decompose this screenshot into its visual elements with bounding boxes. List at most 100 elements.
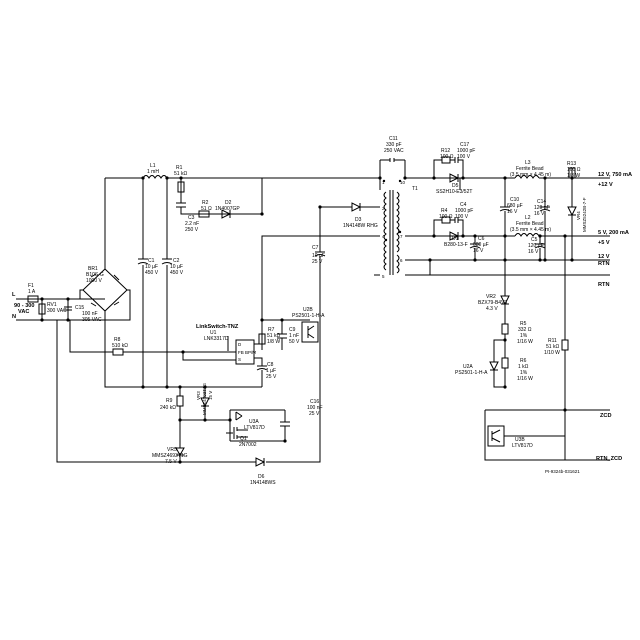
c3-v1: 2.2 nF [185,221,199,227]
input-voltage-2: VAC [18,309,29,315]
out-12v: 12 V [598,254,610,260]
t1-pin10: 10 [400,180,406,185]
r12-ref: R12 [441,148,450,154]
d1-part: B280-13-F [444,242,468,248]
q1-part: 2N7002 [239,442,257,448]
r9-value: 240 kΩ [160,405,176,411]
c5-ref: C5 [531,237,538,243]
l1-value: 1 mH [147,169,159,175]
c7-ref: C7 [312,245,319,251]
out-rtn-1: RTN [598,261,610,267]
q1-ref: Q1 [240,436,247,442]
r8-value: 510 kΩ [112,343,128,349]
r4-value: 100 Ω [439,214,453,220]
r6-ref: R6 [520,358,527,364]
c2-ref: C2 [173,258,180,264]
line-label: L [12,292,16,298]
vr4-part: MMSZ5242B-7-F [582,197,587,232]
u1-title: LinkSwitch-TNZ [196,324,239,330]
c6-ref: C6 [478,236,485,242]
r1-value: 51 kΩ [174,171,187,177]
c10-v2: 16 V [507,209,518,215]
u2a-part: PS2501-1-H-A [455,370,488,376]
t1-pin1: 1 [382,180,385,185]
c16-v1: 100 nF [307,405,323,411]
u3b-part: LTV817D [512,443,533,449]
r4-ref: R4 [441,208,448,214]
u2b-ref: U2B [303,307,313,313]
out-rtn-2: RTN [598,282,610,288]
l2-ref: L2 [525,215,531,221]
labels: F1 1 A L N 90 - 300 VAC RV1 300 VAC BR1 … [12,136,632,486]
u1-pin-d: D [238,342,242,347]
rv1-value: 300 VAC [47,308,67,314]
c5-v1: 120 µF [528,243,544,249]
c11-v1: 330 pF [386,142,402,148]
c4-v2: 100 V [455,214,469,220]
c1-ref: C1 [148,258,155,264]
u1-ref: U1 [210,330,217,336]
wires [16,156,610,467]
t1-pin5: 5 [382,274,385,279]
c4-v1: 1000 pF [455,208,473,214]
u2a-ref: U2A [463,364,473,370]
figure-code: PI-9324b-031621 [545,469,580,474]
out-5v-200ma: 5 V, 200 mA [598,230,629,236]
r11-ref: R11 [548,338,557,344]
c17-v1: 1000 pF [457,148,475,154]
r7-v2: 1/8 W [267,339,280,345]
r13-ref: R13 [567,161,576,167]
u1-pin-fb: FB [238,350,244,355]
r12-value: 100 Ω [440,154,454,160]
r6-v1: 1 kΩ [518,364,529,370]
c11-ref: C11 [389,136,398,142]
r7-ref: R7 [268,327,275,333]
d5-part: SS2H10-E3/52T [436,189,472,195]
c9-v1: 1 nF [289,333,299,339]
c5-v2: 16 V [528,249,539,255]
l2-v2: (3.5 mm × 4.45 m) [510,227,551,233]
c6-v2: 16 V [473,248,484,254]
r5-v2: 1% [520,333,528,339]
r5-ref: R5 [520,321,527,327]
u1-pin-bp: BP/M [245,350,256,355]
t1-pin6: 6 [400,258,403,263]
c7-v1: 10 µF [312,253,325,259]
c6-v1: 680 µF [473,242,489,248]
u2b-part: PS2501-1-H-A [292,313,325,319]
out-12v-750ma: 12 V, 750 mA [598,172,632,178]
c10-ref: C10 [510,197,519,203]
vr5-ref: VR5 [167,447,177,453]
l1-ref: L1 [150,163,156,169]
junction-dots [40,176,574,464]
c15-v1: 100 nF [82,311,98,317]
c7-v2: 25 V [312,259,323,265]
vr5-v2: 7.5 V [165,459,177,465]
c8-v1: 1 µF [266,368,276,374]
d5-ref: D5 [452,183,459,189]
l3-ref: L3 [525,160,531,166]
f1-ref: F1 [28,283,34,289]
r1-ref: R1 [176,165,183,171]
c1-v1: 10 µF [145,264,158,270]
br1-ref: BR1 [88,266,98,272]
c8-ref: C8 [267,362,274,368]
c2-v2: 450 V [170,270,184,276]
rv1-ref: RV1 [47,302,57,308]
vr2-part: BZX79-B4V3 [478,300,507,306]
c17-ref: C17 [460,142,469,148]
t1-pin4: 4 [382,234,385,239]
u3a-ref: U3A [249,419,259,425]
u1-pin-s: S [238,357,241,362]
u1-part: LNK3317D [204,336,229,342]
r11-v2: 1/10 W [544,350,560,356]
d6-part: 1N4148WS [250,480,276,486]
c14-v2: 16 V [534,211,545,217]
c17-v2: 100 V [457,154,471,160]
vr2-ref: VR2 [486,294,496,300]
d3-ref: D3 [355,217,362,223]
input-voltage-1: 90 - 300 [14,303,35,309]
r5-v1: 332 Ω [518,327,532,333]
r13-v1: 100 Ω [567,167,581,173]
